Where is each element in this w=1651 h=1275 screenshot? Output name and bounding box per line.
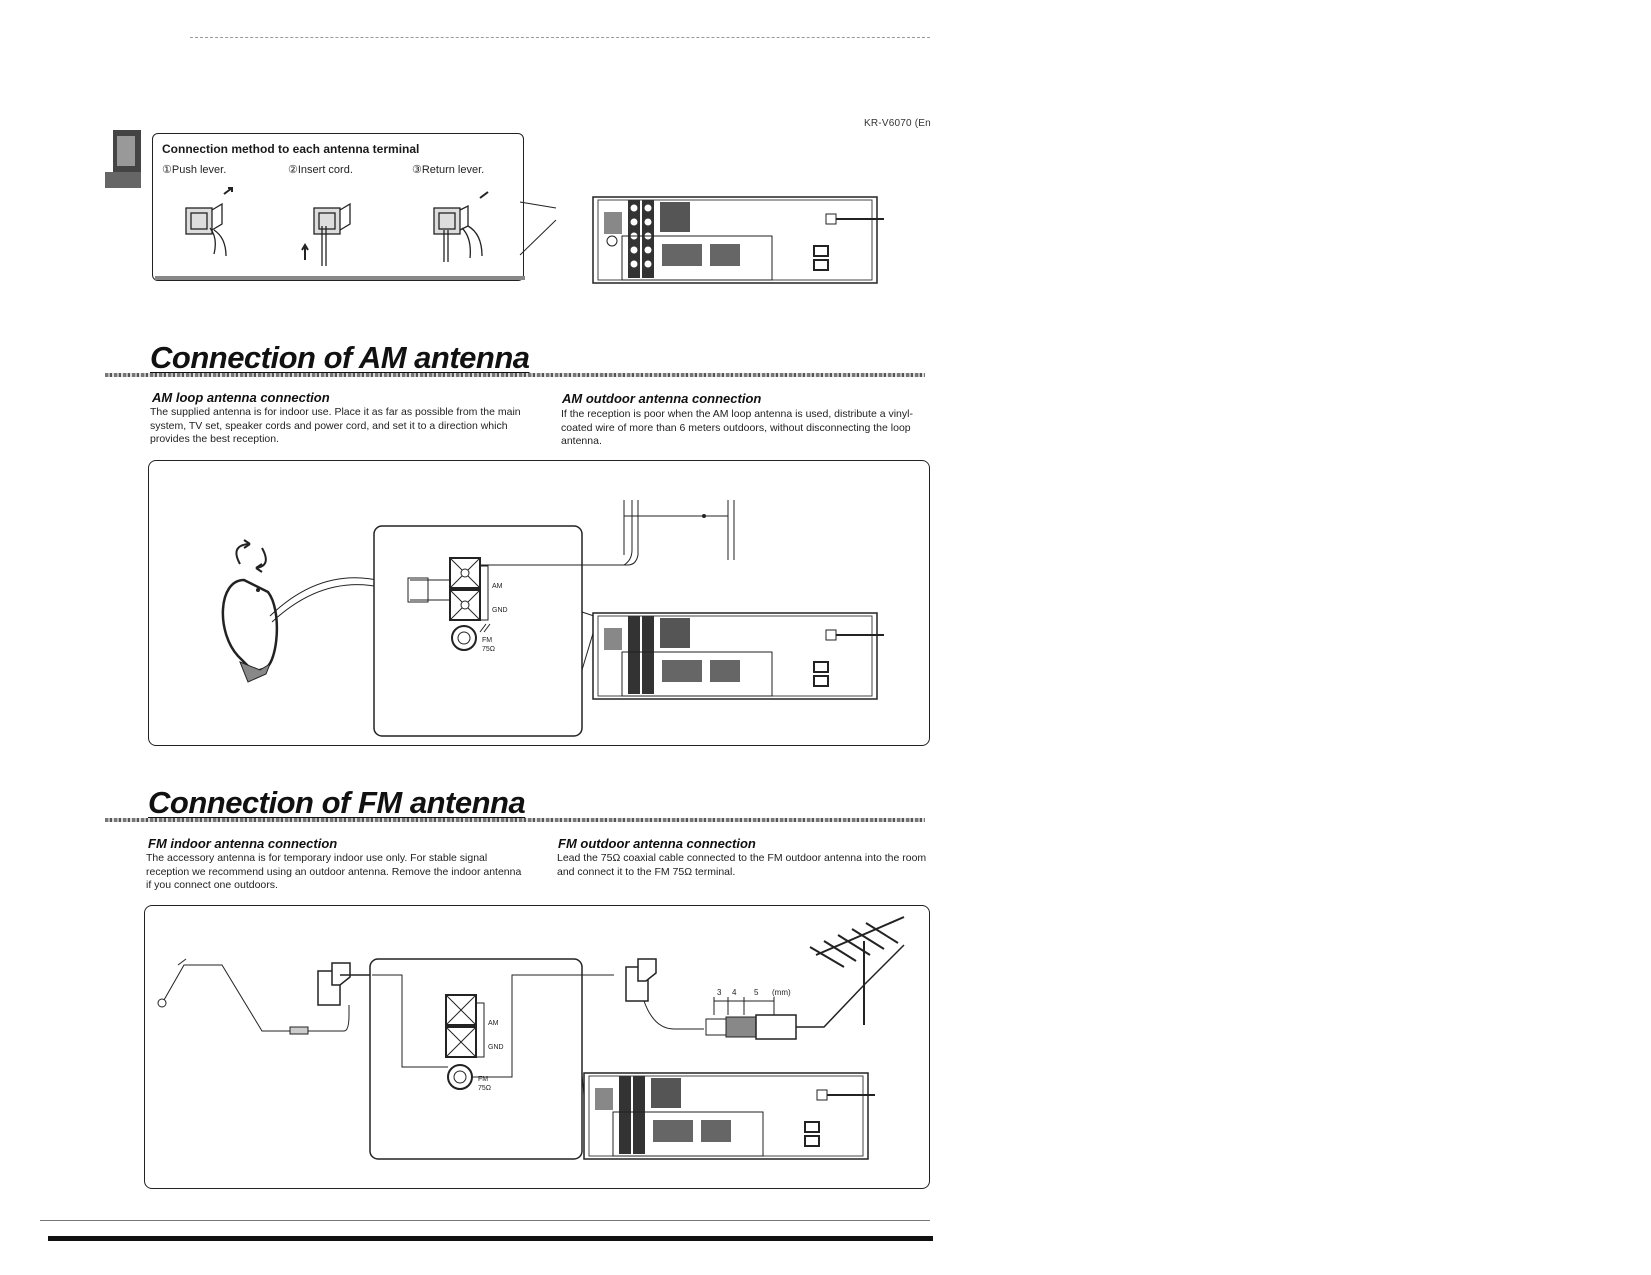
am-connection-diagram bbox=[148, 460, 930, 746]
panel-shadow bbox=[155, 276, 525, 280]
model-code: KR-V6070 (En bbox=[864, 118, 931, 129]
receiver-rear-panel-top bbox=[592, 196, 884, 284]
fm-outdoor-text: Lead the 75Ω coaxial cable connected to … bbox=[557, 852, 927, 878]
bottom-thick-rule bbox=[48, 1236, 933, 1241]
am-section-heading: Connection of AM antenna bbox=[150, 340, 530, 375]
fm-ohm-label: 75Ω bbox=[482, 646, 495, 653]
am-loop-title: AM loop antenna connection bbox=[152, 390, 330, 405]
fm-terminal-label: FM bbox=[482, 637, 492, 644]
step-return-lever: ③Return lever. bbox=[412, 164, 485, 176]
terminal-method-panel bbox=[152, 133, 524, 281]
strip-dim-unit: (mm) bbox=[772, 988, 791, 997]
strip-dim-5: 5 bbox=[754, 988, 759, 997]
fm-panel-fm-label: FM bbox=[478, 1076, 488, 1083]
page-edge-mark bbox=[105, 130, 141, 188]
strip-dim-4: 4 bbox=[732, 988, 737, 997]
push-lever-figure bbox=[185, 187, 233, 257]
fm-diagram-drawing: AM GND FM 75Ω 3 4 5 (mm) bbox=[157, 916, 905, 1160]
top-dashed-rule bbox=[190, 37, 930, 38]
fm-indoor-antenna bbox=[157, 958, 350, 1035]
gnd-terminal-label: GND bbox=[492, 607, 508, 614]
fm-indoor-title: FM indoor antenna connection bbox=[148, 836, 338, 851]
am-loop-antenna bbox=[221, 578, 279, 674]
fm-plug-right bbox=[625, 958, 657, 1002]
fm-outdoor-yagi-antenna bbox=[809, 916, 905, 1025]
fm-panel-gnd-label: GND bbox=[488, 1044, 504, 1051]
fm-heading-rule bbox=[105, 818, 925, 822]
strip-dim-3: 3 bbox=[717, 988, 722, 997]
fm-outdoor-title: FM outdoor antenna connection bbox=[558, 836, 756, 851]
am-terminal-label: AM bbox=[492, 583, 503, 590]
bottom-thin-rule bbox=[40, 1220, 930, 1221]
fm-indoor-text: The accessory antenna is for temporary i… bbox=[146, 852, 522, 891]
receiver-rear-panel-fm bbox=[583, 1072, 875, 1160]
receiver-rear-panel-am bbox=[592, 612, 884, 700]
return-lever-figure bbox=[433, 191, 489, 262]
am-outdoor-title: AM outdoor antenna connection bbox=[562, 391, 762, 406]
step-insert-cord: ②Insert cord. bbox=[288, 164, 353, 176]
am-heading-rule bbox=[105, 373, 925, 377]
step-push-lever: ①Push lever. bbox=[162, 164, 227, 176]
fm-section-heading: Connection of FM antenna bbox=[148, 785, 526, 820]
terminal-method-illustration bbox=[185, 187, 557, 266]
fm-connection-diagram bbox=[144, 905, 930, 1189]
rotate-arrows bbox=[235, 539, 267, 573]
terminal-method-title: Connection method to each antenna termin… bbox=[162, 142, 420, 156]
fm-panel-ohm-label: 75Ω bbox=[478, 1085, 491, 1092]
insert-cord-figure bbox=[301, 202, 351, 266]
fm-plug-left bbox=[317, 962, 372, 1006]
am-diagram-drawing: AM GND FM 75Ω bbox=[221, 500, 884, 737]
am-outdoor-text: If the reception is poor when the AM loo… bbox=[561, 408, 913, 447]
am-loop-text: The supplied antenna is for indoor use. … bbox=[150, 406, 521, 445]
fm-panel-am-label: AM bbox=[488, 1020, 499, 1027]
